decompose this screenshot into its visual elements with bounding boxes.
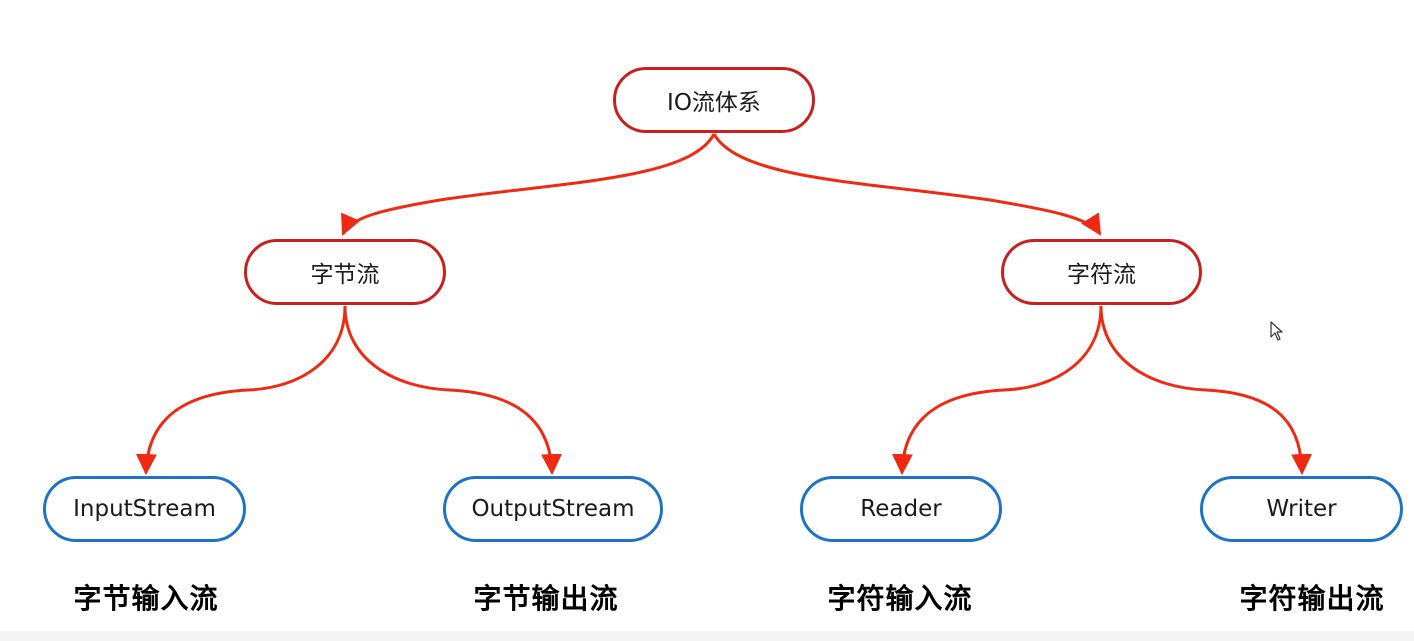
edge-root-to-char-stream: [712, 133, 1102, 236]
edge-byte-to-inputstream: [135, 305, 347, 476]
inputstream-node: InputStream: [43, 476, 246, 542]
byte-stream-label: 字节流: [310, 262, 380, 288]
writer-label: Writer: [1266, 496, 1337, 522]
outputstream-label: OutputStream: [471, 496, 635, 522]
edge-root-to-byte-stream: [340, 133, 716, 236]
bottom-strip: [0, 631, 1414, 641]
reader-node: Reader: [800, 476, 1002, 542]
root-node: IO流体系: [613, 67, 815, 133]
byte-stream-node: 字节流: [244, 239, 446, 305]
edge-byte-to-outputstream: [343, 305, 563, 476]
inputstream-caption: 字节输入流: [73, 582, 219, 615]
outputstream-node: OutputStream: [443, 476, 663, 542]
reader-caption: 字符输入流: [827, 582, 973, 615]
writer-caption: 字符输出流: [1239, 582, 1385, 615]
char-stream-label: 字符流: [1067, 262, 1136, 288]
reader-label: Reader: [860, 496, 942, 522]
edge-char-to-writer: [1099, 305, 1313, 476]
mouse-cursor-icon: [1270, 321, 1283, 341]
char-stream-node: 字符流: [1001, 239, 1202, 305]
root-node-label: IO流体系: [667, 90, 761, 116]
outputstream-caption: 字节输出流: [473, 582, 619, 615]
edge-char-to-reader: [891, 305, 1103, 476]
writer-node: Writer: [1200, 476, 1403, 542]
inputstream-label: InputStream: [73, 496, 216, 522]
